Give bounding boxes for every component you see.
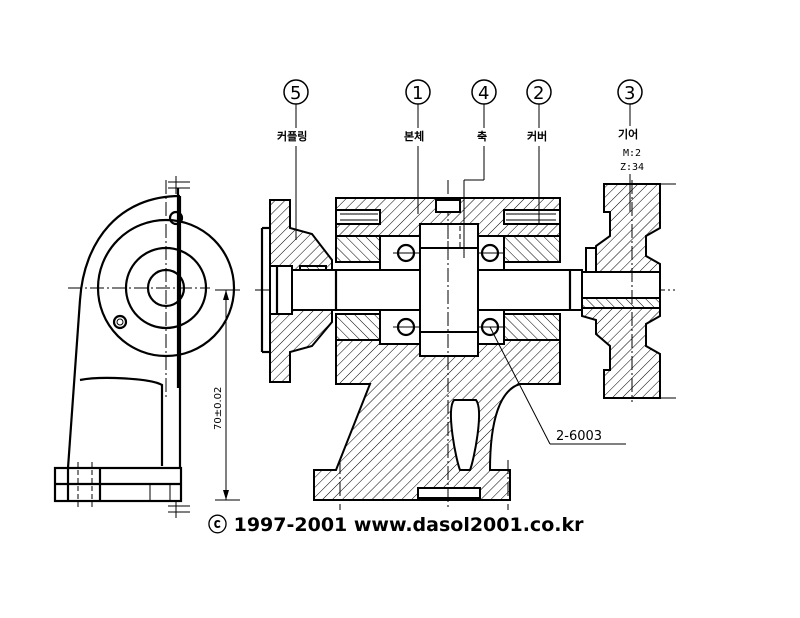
callout-3: 3 기어 M:2 Z:34	[617, 79, 644, 212]
dimension-text: 70±0.02	[213, 387, 224, 430]
bearing-section	[379, 235, 505, 345]
part-callouts: 5 커플링 1 본체 4 축 2 커버	[277, 79, 644, 258]
bearing-leader: 2-6003	[489, 326, 626, 445]
callout-1-name: 본체	[404, 129, 424, 143]
callout-2: 2 커버	[526, 79, 552, 224]
callout-5-number: 5	[290, 83, 301, 104]
callout-4-number: 4	[478, 83, 489, 104]
side-view	[53, 176, 236, 518]
callout-3-number: 3	[624, 83, 635, 104]
copyright-text: ⓒ 1997-2001 www.dasol2001.co.kr	[208, 513, 584, 536]
cover-section	[335, 209, 561, 341]
height-dimension: 70±0.02	[213, 289, 240, 501]
gear-teeth: Z:34	[620, 162, 644, 173]
callout-3-name: 기어	[618, 127, 638, 141]
callout-1-number: 1	[412, 83, 423, 104]
gear-section	[581, 180, 676, 402]
gear-module: M:2	[623, 148, 641, 159]
callout-5: 5 커플링	[277, 79, 309, 240]
bearing-label: 2-6003	[556, 429, 602, 444]
callout-4: 4 축	[463, 79, 497, 258]
callout-1: 1 본체	[404, 79, 431, 214]
callout-5-name: 커플링	[277, 129, 307, 143]
section-view: 2-6003	[255, 180, 676, 510]
body-section	[313, 180, 561, 510]
callout-2-number: 2	[533, 83, 544, 104]
shaft-section	[291, 210, 583, 333]
callout-4-name: 축	[477, 129, 487, 143]
callout-2-name: 커버	[527, 129, 547, 143]
